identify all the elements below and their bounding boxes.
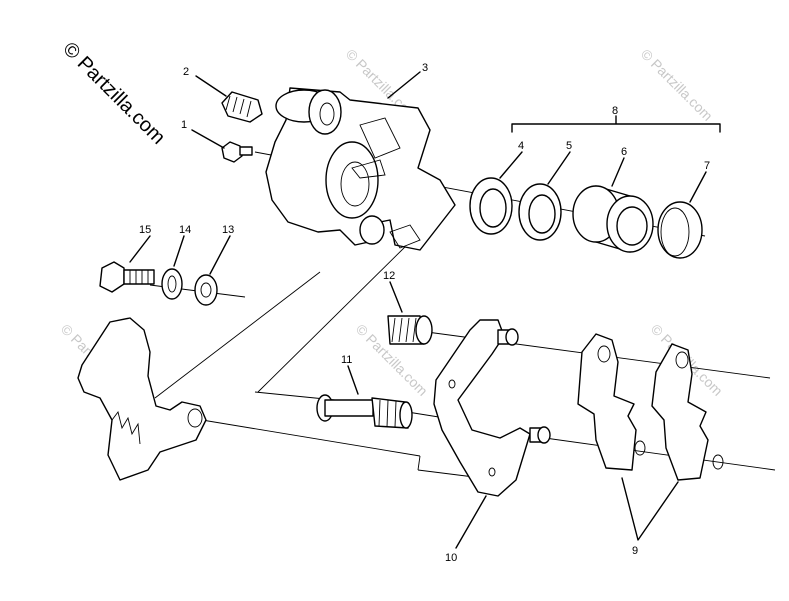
callout-labels: 1 2 3 4 5 6 7 8 9 10 11 12 13 14 15	[139, 62, 710, 564]
brake-pad-part-9-outer	[651, 343, 724, 481]
brake-pad-part-9-inner	[577, 333, 646, 471]
bleeder-screw-part-1	[221, 141, 253, 163]
watermark-text: © Partzilla.com	[58, 38, 169, 149]
callout-9: 9	[632, 545, 638, 557]
seal-ring-part-4	[469, 177, 513, 235]
callout-1: 1	[181, 119, 187, 131]
callout-8: 8	[612, 105, 618, 117]
callout-3: 3	[422, 62, 428, 74]
slide-pin-part-11	[316, 394, 413, 429]
callout-6: 6	[621, 146, 627, 158]
callout-10: 10	[445, 552, 457, 564]
callout-2: 2	[183, 66, 189, 78]
caliper-body-part-3	[265, 87, 456, 251]
callout-4: 4	[518, 140, 524, 152]
callout-15: 15	[139, 224, 151, 236]
boot-part-12	[387, 315, 433, 345]
callout-7: 7	[704, 160, 710, 172]
group-bracket-8	[511, 115, 721, 133]
callout-12: 12	[383, 270, 395, 282]
lock-washer-part-14	[161, 268, 183, 300]
washer-part-13	[194, 274, 218, 306]
leader-lines	[129, 71, 707, 549]
bolt-part-15	[99, 261, 155, 293]
watermark-tile: © Partzilla.com	[638, 46, 716, 124]
bleeder-cap-part-2	[221, 91, 263, 123]
seal-ring-part-5	[518, 183, 562, 241]
mounting-arm	[77, 317, 207, 481]
caliper-bracket-part-10	[433, 319, 551, 497]
dust-boot-part-7	[657, 201, 703, 259]
callout-11: 11	[341, 354, 352, 366]
callout-5: 5	[566, 140, 572, 152]
piston-part-6	[572, 185, 654, 253]
callout-13: 13	[222, 224, 234, 236]
callout-14: 14	[179, 224, 191, 236]
